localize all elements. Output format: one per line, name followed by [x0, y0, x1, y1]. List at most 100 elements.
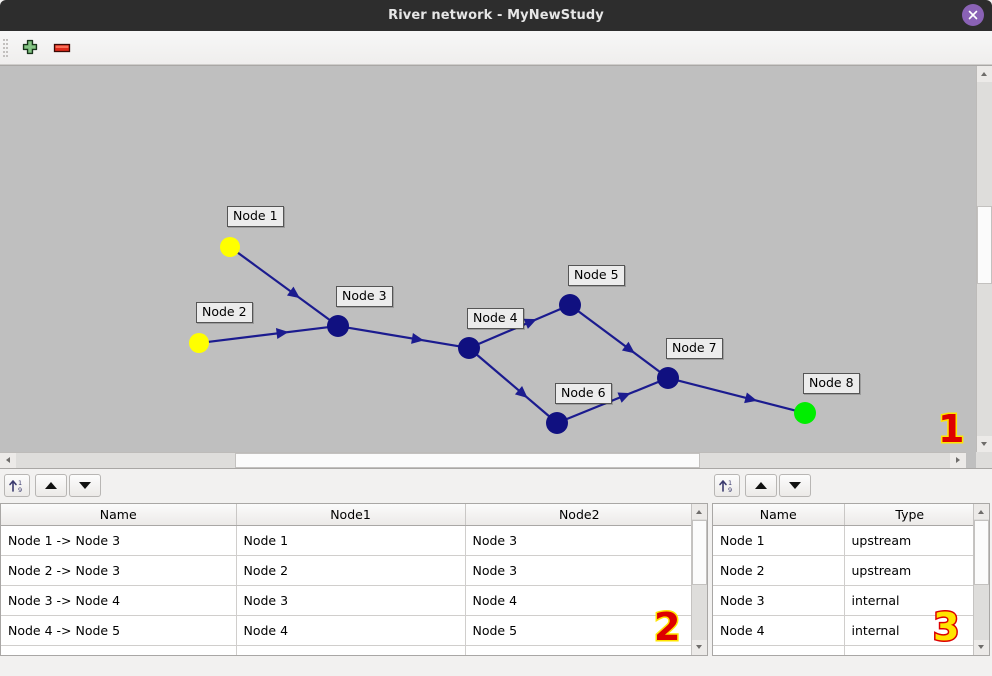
scroll-left-arrow-icon[interactable]	[0, 453, 16, 468]
graph-canvas[interactable]: Node 1 Node 2 Node 3 Node 4 Node 5 Node 6 Node…	[0, 66, 966, 452]
table-cell[interactable]: Node 3	[465, 525, 693, 556]
reaches-sort-button[interactable]: 1 9	[4, 474, 30, 497]
table-cell[interactable]: Node 2	[236, 555, 466, 586]
graph-horizontal-scrollbar[interactable]	[0, 452, 966, 468]
river-network-diagram[interactable]: Node 1 Node 2 Node 3 Node 4 Node 5 Node 6 Node…	[0, 65, 992, 469]
add-green-plus-icon[interactable]	[20, 39, 40, 57]
scroll-right-arrow-icon[interactable]	[950, 453, 966, 468]
graph-node-label-node-8[interactable]: Node 8	[803, 373, 860, 394]
nodes-move-up-button[interactable]	[745, 474, 777, 497]
graph-node-label-node-3[interactable]: Node 3	[336, 286, 393, 307]
table-cell[interactable]: Node 4	[713, 615, 845, 646]
table-cell[interactable]: Node 1 -> Node 3	[1, 525, 237, 556]
graph-edge-arrowhead	[523, 318, 537, 329]
graph-edge[interactable]	[236, 251, 331, 321]
table-cell[interactable]: Node 4 -> Node 5	[1, 615, 237, 646]
graph-node-node-4[interactable]	[458, 337, 480, 359]
table-cell[interactable]: upstream	[844, 525, 975, 556]
table-cell[interactable]: Node 1	[236, 525, 466, 556]
column-header-node2[interactable]: Node2	[465, 504, 693, 526]
reaches-vertical-scrollbar[interactable]	[691, 504, 707, 655]
graph-edge[interactable]	[677, 379, 796, 412]
graph-node-label-node-2[interactable]: Node 2	[196, 302, 253, 323]
column-header-name[interactable]: Name	[713, 504, 845, 526]
graph-node-label-node-5[interactable]: Node 5	[568, 265, 625, 286]
table-cell[interactable]: upstream	[844, 555, 975, 586]
table-cell[interactable]: Node 4	[236, 615, 466, 646]
toolbar-grip[interactable]	[3, 39, 8, 57]
graph-node-label-node-4[interactable]: Node 4	[467, 308, 524, 329]
graph-node-node-5[interactable]	[559, 294, 581, 316]
close-icon[interactable]	[962, 4, 984, 26]
graph-node-node-1[interactable]	[220, 237, 240, 257]
column-header-node1[interactable]: Node1	[236, 504, 466, 526]
table-cell[interactable]: Node 3	[465, 555, 693, 586]
table-row-empty[interactable]	[1, 645, 693, 655]
reaches-scroll-up-arrow-icon[interactable]	[692, 504, 707, 519]
graph-node-node-3[interactable]	[327, 315, 349, 337]
graph-node-label-node-6[interactable]: Node 6	[555, 383, 612, 404]
nodes-vertical-scrollbar[interactable]	[973, 504, 989, 655]
nodes-scroll-down-arrow-icon[interactable]	[974, 640, 989, 655]
table-cell[interactable]: Node 3	[236, 585, 466, 616]
arrow-up-icon	[755, 482, 767, 489]
table-cell[interactable]: Node 2 -> Node 3	[1, 555, 237, 586]
table-row-empty[interactable]	[713, 645, 975, 655]
scroll-up-arrow-icon[interactable]	[977, 66, 992, 82]
graph-edge[interactable]	[577, 310, 661, 373]
graph-edge[interactable]	[207, 326, 329, 343]
column-header-type[interactable]: Type	[844, 504, 975, 526]
reaches-vscroll-thumb[interactable]	[692, 520, 707, 585]
table-cell[interactable]: internal	[844, 615, 975, 646]
graph-edge[interactable]	[347, 326, 460, 348]
nodes-move-down-button[interactable]	[779, 474, 811, 497]
nodes-vscroll-thumb[interactable]	[974, 520, 989, 585]
reaches-move-down-button[interactable]	[69, 474, 101, 497]
sort-ascending-icon: 1 9	[9, 479, 22, 494]
graph-hscroll-thumb[interactable]	[235, 453, 700, 468]
table-cell[interactable]: Node 4	[465, 585, 693, 616]
table-cell[interactable]: Node 2	[713, 555, 845, 586]
graph-edge[interactable]	[565, 380, 660, 421]
graph-edge[interactable]	[475, 353, 551, 418]
table-cell[interactable]: Node 5	[465, 615, 693, 646]
reaches-toolbar: 1 9	[0, 471, 710, 503]
graph-node-node-7[interactable]	[657, 367, 679, 389]
table-cell-empty	[236, 645, 466, 655]
table-cell[interactable]: Node 3 -> Node 4	[1, 585, 237, 616]
graph-node-label-node-7[interactable]: Node 7	[666, 338, 723, 359]
window-title: River network - MyNewStudy	[388, 8, 604, 23]
graph-edge-arrowhead	[411, 333, 424, 344]
table-cell[interactable]: internal	[844, 585, 975, 616]
nodes-scroll-up-arrow-icon[interactable]	[974, 504, 989, 519]
reaches-move-up-button[interactable]	[35, 474, 67, 497]
reaches-scroll-down-arrow-icon[interactable]	[692, 640, 707, 655]
graph-vertical-scrollbar[interactable]	[976, 66, 992, 452]
column-header-name[interactable]: Name	[1, 504, 237, 526]
graph-node-node-8[interactable]	[794, 402, 816, 424]
table-cell[interactable]: Node 1	[713, 525, 845, 556]
table-cell[interactable]: Node 3	[713, 585, 845, 616]
graph-node-node-6[interactable]	[546, 412, 568, 434]
graph-node-node-2[interactable]	[189, 333, 209, 353]
graph-edge-arrowhead	[286, 286, 300, 299]
main-toolbar	[0, 31, 992, 65]
nodes-sort-button[interactable]: 1 9	[714, 474, 740, 497]
graph-vscroll-thumb[interactable]	[977, 206, 992, 284]
delete-red-minus-icon[interactable]	[52, 39, 72, 57]
arrow-down-icon	[789, 482, 801, 489]
scroll-down-arrow-icon[interactable]	[977, 436, 992, 452]
graph-node-label-node-1[interactable]: Node 1	[227, 206, 284, 227]
